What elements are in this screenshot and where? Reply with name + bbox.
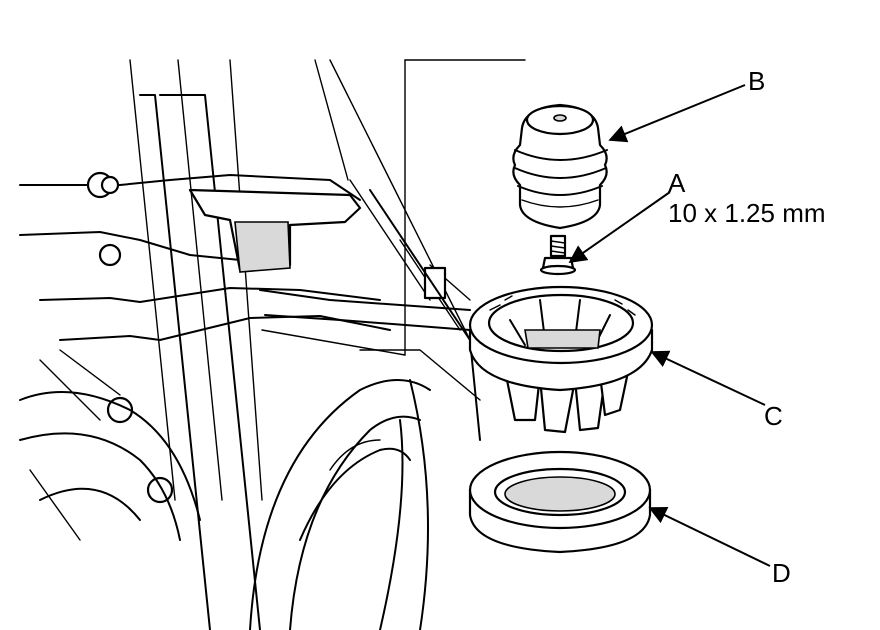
callout-c-label: C xyxy=(764,401,783,431)
callout-b-label: B xyxy=(748,66,765,96)
callout-a-spec: 10 x 1.25 mm xyxy=(668,198,826,228)
part-a-bolt xyxy=(539,234,577,276)
leader-c xyxy=(650,350,766,406)
explode-bracket-bottom xyxy=(261,329,406,356)
vehicle-frame-background xyxy=(19,59,481,630)
leader-a xyxy=(568,191,671,264)
callout-a-label: A xyxy=(668,168,686,198)
part-c-mount-base xyxy=(468,285,654,434)
callout-d-label: D xyxy=(772,558,791,588)
leader-b xyxy=(608,84,746,143)
leader-d xyxy=(648,506,771,567)
part-d-seal-ring xyxy=(468,450,652,554)
part-b-bump-stop xyxy=(512,103,608,230)
